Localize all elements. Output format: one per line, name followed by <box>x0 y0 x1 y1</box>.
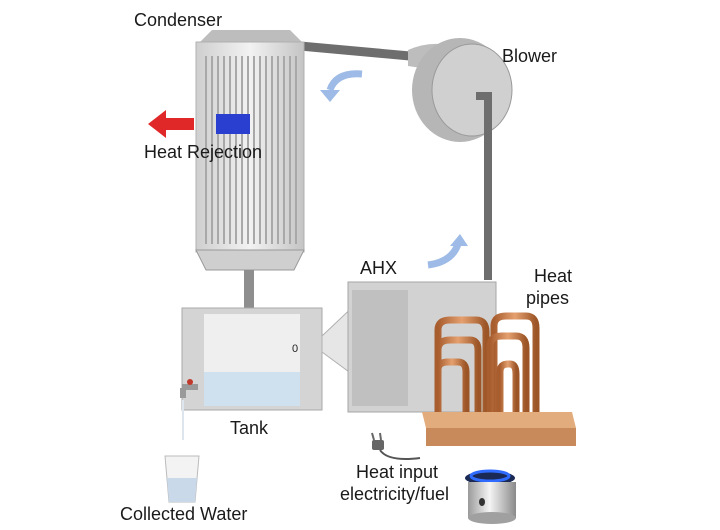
heat-pipes-label-line1: Heat <box>534 266 573 286</box>
heat-pipe-base <box>422 412 576 446</box>
blower <box>408 38 513 280</box>
heat-rejection-label: Heat Rejection <box>144 142 263 162</box>
airflow-arrow-icon-top <box>326 70 363 92</box>
heat-input-label-line1: Heat input <box>356 462 439 482</box>
burner-icon <box>465 469 516 524</box>
heat-pipes-label-line2: pipes <box>526 288 570 308</box>
condenser <box>195 30 305 310</box>
airflow-arrowhead-top <box>320 90 340 102</box>
duct-condenser-blower <box>299 41 411 61</box>
power-plug-icon <box>371 432 421 460</box>
ahx-label: AHX <box>360 258 398 278</box>
airflow-arrowhead-ahx <box>450 234 468 246</box>
drain-pipe <box>244 270 254 310</box>
heat-rejection-arrow-icon <box>148 110 250 138</box>
tank-marker: 0 <box>292 343 298 355</box>
ahx-box <box>347 281 497 413</box>
blower-label: Blower <box>502 46 558 66</box>
faucet-icon[interactable] <box>180 379 198 440</box>
airflow-arrow-icon-ahx <box>427 242 462 269</box>
condenser-fins <box>205 56 297 244</box>
tank-label: Tank <box>230 418 269 438</box>
heat-pipes <box>434 312 540 416</box>
tank: 0 <box>181 307 323 411</box>
collected-water-label: Collected Water <box>120 504 248 524</box>
collected-water-glass <box>164 455 200 503</box>
heat-input-label-line2: electricity/fuel <box>340 484 450 504</box>
condenser-label: Condenser <box>134 10 223 30</box>
